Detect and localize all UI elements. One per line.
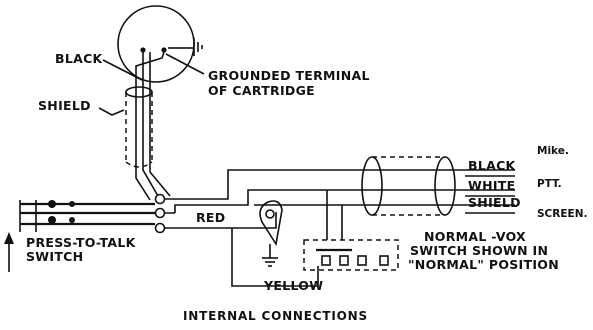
terminal-3 [154,222,166,234]
terminal-1 [154,193,166,205]
cartridge-terminal-hot [140,47,146,53]
mike-label: Mike. [537,145,569,157]
terminal-2 [154,207,166,219]
shield-leader [98,107,125,116]
grounded-label-1: GROUNDED TERMINAL [208,68,370,83]
cable-white-label: WHITE [468,178,515,193]
press-arrow [4,232,14,272]
white-cable-wire [164,189,515,214]
red-wire [164,212,277,229]
shield-wire-down [135,51,165,201]
ptt-switch [19,200,155,232]
press-to-talk-label-1: PRESS-TO-TALK [26,235,137,250]
cable-shield-label: SHIELD [468,195,521,210]
ptt-label: PTT. [537,178,562,190]
outgoing-cable-shield [361,156,456,216]
diagram-caption: INTERNAL CONNECTIONS [183,309,368,323]
press-to-talk-label-2: SWITCH [26,249,83,264]
cartridge-ground-symbol [168,38,203,56]
cartridge-terminal-ground [161,47,167,53]
black-cable-wire [164,169,515,200]
grounded-label-2: OF CARTRIDGE [208,83,315,98]
yellow-label: YELLOW [263,278,323,293]
black-top-label: BLACK [55,51,104,66]
vox-pivot [259,200,283,267]
cartridge-circle [117,5,195,83]
normal-vox-switch [303,239,399,271]
vox-label-1: NORMAL -VOX [424,229,526,244]
black-leader [102,59,143,81]
screen-label: SCREEN. [537,208,587,220]
red-label: RED [196,210,225,225]
shield-top-label: SHIELD [38,98,91,113]
yellow-wire [231,228,319,287]
vox-label-2: SWITCH SHOWN IN [410,243,548,258]
mic-cable-shield [125,86,153,168]
grounded-leader [165,53,205,75]
black-wire-down [142,52,159,197]
vox-label-3: "NORMAL" POSITION [408,257,559,272]
cable-black-label: BLACK [468,158,517,173]
inner-wire-down [149,52,171,197]
